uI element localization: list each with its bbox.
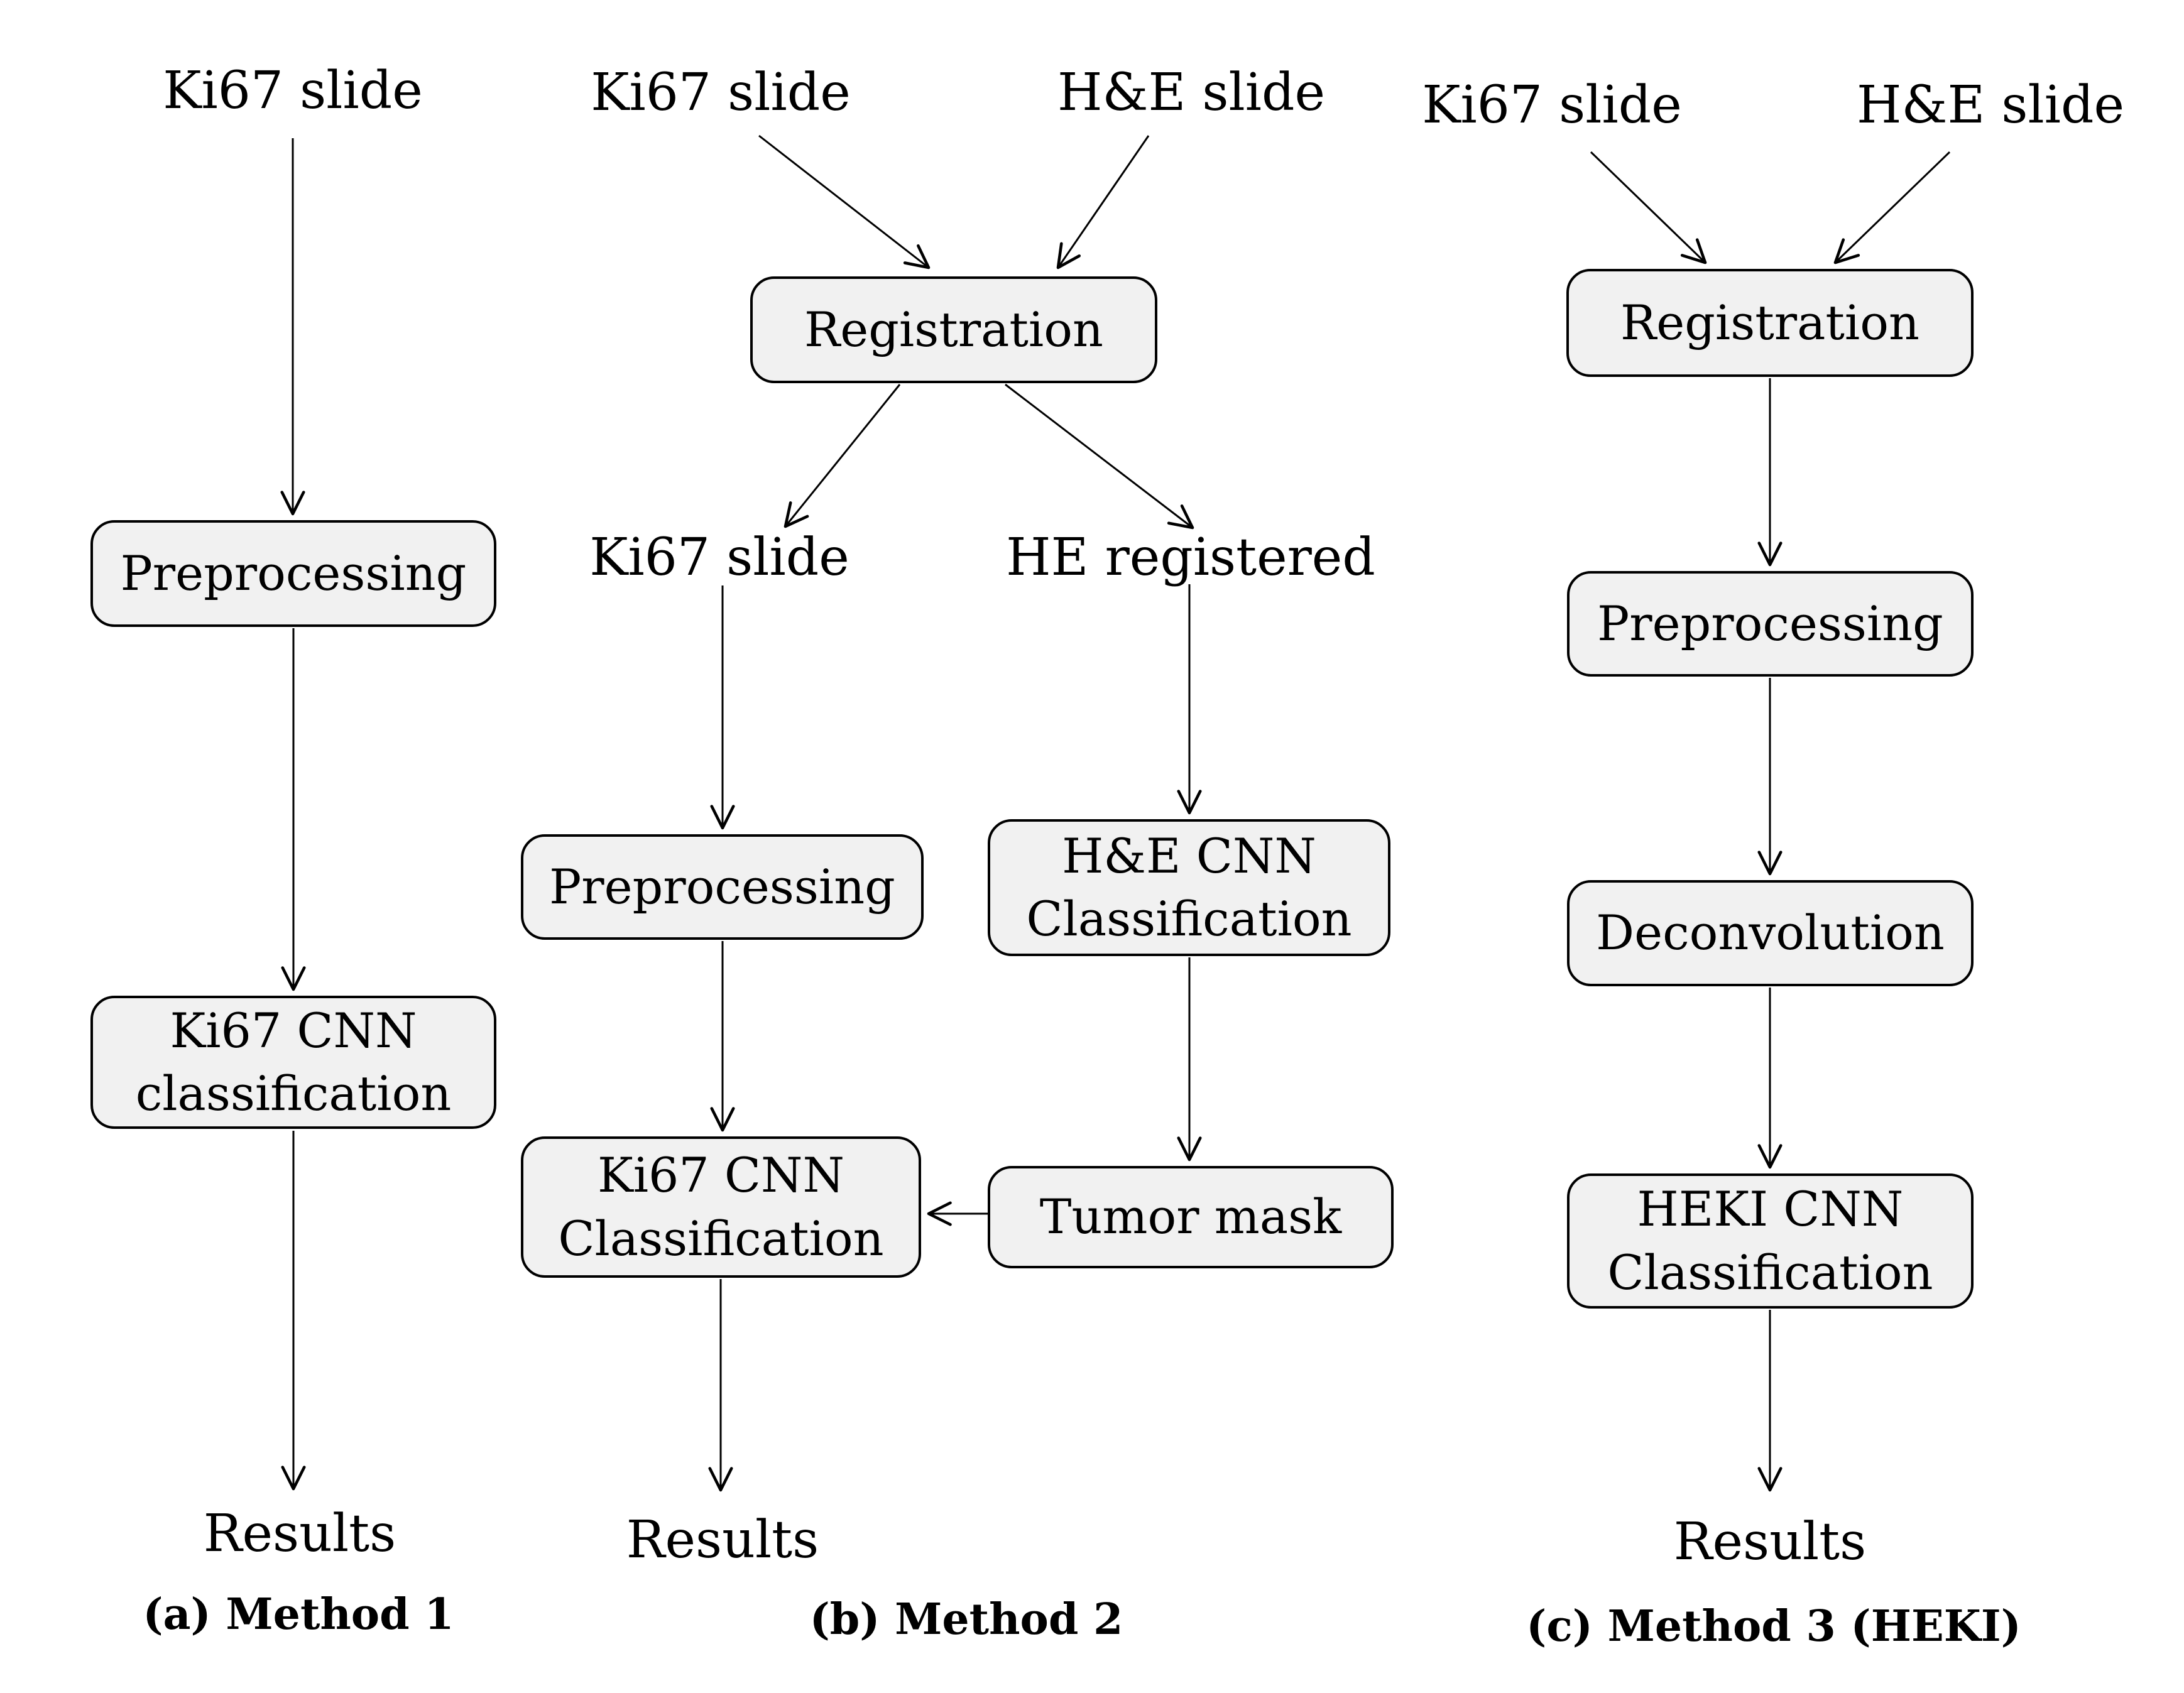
- method-a-results-label: Results: [203, 1504, 396, 1564]
- arrow: [784, 384, 901, 528]
- method-c-deconvolution-box: Deconvolution: [1567, 880, 1974, 986]
- method-b-branch-he-registered-label: HE registered: [1006, 528, 1375, 587]
- method-b-results-label: Results: [626, 1510, 819, 1570]
- method-b-input-he-label: H&E slide: [1057, 63, 1325, 122]
- method-b-branch-ki67-label: Ki67 slide: [589, 528, 849, 587]
- arrow: [1590, 151, 1707, 264]
- method-a-caption: (a) Method 1: [143, 1589, 454, 1640]
- method-b-input-ki67-label: Ki67 slide: [591, 63, 851, 122]
- method-c-preprocessing-box: Preprocessing: [1567, 571, 1974, 677]
- arrow: [758, 134, 931, 269]
- method-b-tumor-mask-box: Tumor mask: [988, 1166, 1394, 1268]
- method-b-ki67-cnn-classification-box: Ki67 CNN Classification: [521, 1136, 921, 1278]
- arrow: [1833, 151, 1951, 264]
- method-c-registration-box: Registration: [1566, 269, 1974, 377]
- method-b-preprocessing-box: Preprocessing: [521, 834, 924, 940]
- method-c-results-label: Results: [1673, 1512, 1867, 1572]
- arrow: [1056, 135, 1150, 269]
- arrow: [1005, 383, 1194, 530]
- method-b-caption: (b) Method 2: [809, 1594, 1123, 1645]
- method-c-heki-cnn-classification-box: HEKI CNN Classification: [1567, 1173, 1974, 1309]
- method-c-input-he-label: H&E slide: [1857, 75, 2124, 135]
- method-b-registration-box: Registration: [750, 276, 1157, 383]
- method-a-ki67-cnn-classification-box: Ki67 CNN classification: [90, 996, 496, 1129]
- method-c-caption: (c) Method 3 (HEKI): [1526, 1601, 2021, 1652]
- method-a-preprocessing-box: Preprocessing: [90, 520, 496, 627]
- method-b-he-cnn-classification-box: H&E CNN Classification: [988, 819, 1390, 956]
- method-c-input-ki67-label: Ki67 slide: [1422, 75, 1682, 135]
- method-a-input-label: Ki67 slide: [163, 61, 423, 121]
